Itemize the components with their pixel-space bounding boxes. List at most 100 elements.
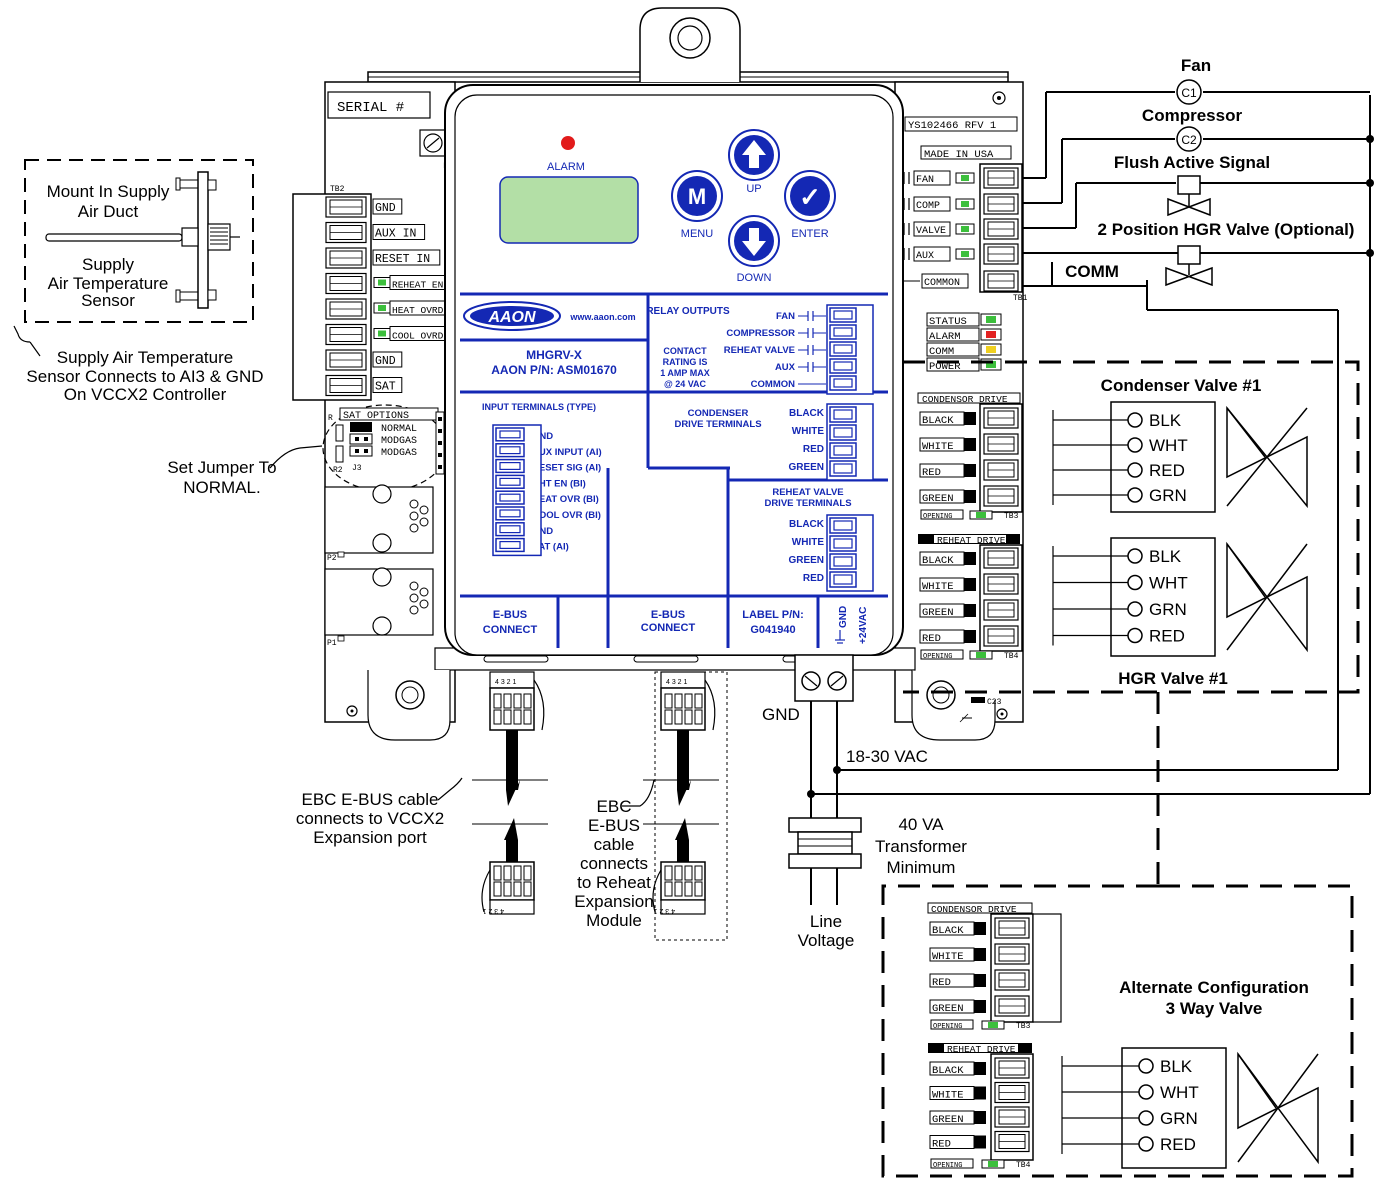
input-label-2: RESET SIG (AI)	[532, 463, 601, 474]
board-cond-terminal-3[interactable]	[983, 485, 1019, 507]
alt-cond-terminal-0[interactable]	[994, 917, 1030, 939]
tb2-terminal-4[interactable]	[325, 298, 367, 320]
made-in-label: MADE IN USA	[924, 149, 994, 161]
board-reheat-terminal-1[interactable]	[983, 573, 1019, 595]
power-terminal[interactable]	[794, 654, 854, 702]
input-label-5: COOL OVR (BI)	[532, 510, 601, 521]
tb2-terminal-7[interactable]	[325, 374, 367, 397]
alt-cond-terminal-1[interactable]	[994, 943, 1030, 965]
relay-output-label-2: REHEAT VALVE	[724, 345, 795, 356]
alt-cond-wire-end-1	[974, 948, 986, 961]
alt-reheat-terminal-0[interactable]	[994, 1057, 1030, 1079]
board-cond-label-3: GREEN	[922, 493, 954, 505]
ebus-cable-reheat: 4 3 2 14 3 2 1	[643, 671, 719, 915]
tb2-label: TB2	[330, 185, 345, 194]
ebus-cable-vccx2-cable-upper	[506, 730, 518, 790]
tb2-label-3: REHEAT EN	[392, 280, 443, 291]
board-reheat-wire-end-0	[964, 552, 976, 565]
air-temperature-sensor	[45, 171, 240, 309]
input-label-7: SAT (AI)	[532, 542, 569, 553]
tb2-label-box-6	[372, 351, 403, 368]
condenser-valve-wire-terminal-3	[1127, 487, 1143, 503]
alt-reheat-terminal-2[interactable]	[994, 1106, 1030, 1128]
tb2-terminal-6[interactable]	[325, 349, 367, 371]
comm-label: COMM	[1065, 262, 1119, 281]
ebus-cable-vccx2-bottom-pin-a-3	[523, 865, 532, 881]
ebus-cable-reheat-bottom-pin-b-3	[694, 881, 703, 897]
condenser-valve-wire-3: GRN	[1149, 486, 1187, 505]
tb2-terminal-0[interactable]	[325, 196, 367, 218]
ebc-reheat-line-6: Module	[586, 911, 642, 930]
condenser-block-cell-inner-0	[833, 409, 853, 420]
board-cond-terminal-2[interactable]	[983, 459, 1019, 481]
alt-cond-terminal-2[interactable]	[994, 969, 1030, 991]
tb1-terminal-2[interactable]	[983, 218, 1019, 240]
tb2-label-2: RESET IN	[375, 253, 430, 266]
hgr-valve-wire-terminal-0	[1127, 548, 1143, 564]
tb2-terminal-1[interactable]	[325, 221, 367, 244]
alt-reheat-terminal-3[interactable]	[994, 1130, 1030, 1153]
board-reheat-drive-title: REHEAT DRIVE	[937, 535, 1006, 546]
ebus-cable-vccx2-top-pin-a-3	[523, 693, 532, 709]
input-label-4: HEAT OVR (BI)	[532, 494, 599, 505]
up-button[interactable]	[728, 129, 780, 181]
board-reheat-terminal-2[interactable]	[983, 599, 1019, 621]
menu-button[interactable]: M	[671, 170, 723, 222]
tb2-terminal-3[interactable]	[325, 272, 367, 295]
input-block-cell-inner-5	[499, 509, 521, 518]
relay-block-cell-inner-0	[833, 310, 853, 320]
ebc-reheat-line-2: cable	[594, 835, 635, 854]
relay-output-label-3: AUX	[775, 362, 796, 373]
board-reheat-label-0: BLACK	[922, 555, 954, 567]
ebus-1-line2: CONNECT	[483, 624, 538, 636]
alt-cond-opening: OPENING	[933, 1023, 962, 1031]
ebc-reheat-line-0: EBC	[597, 797, 632, 816]
board-cond-terminal-0[interactable]	[983, 407, 1019, 429]
sat-options-title: SAT OPTIONS	[343, 411, 409, 422]
alt-cond-terminal-3[interactable]	[994, 995, 1030, 1017]
ebus-cable-reheat-top-pin-b-3	[694, 709, 703, 725]
r2-label: R2	[333, 466, 343, 475]
down-button[interactable]	[728, 215, 780, 267]
ebus-cable-vccx2-bottom-clip	[481, 869, 491, 913]
p1-jack[interactable]: P1	[324, 567, 434, 648]
sensor-connect-line1: Supply Air Temperature	[57, 348, 233, 367]
sat-option-normal: NORMAL	[381, 424, 417, 435]
board-cond-terminal-1[interactable]	[983, 433, 1019, 455]
p2-jack[interactable]: P2	[324, 484, 434, 563]
enter-button[interactable]: ✓	[784, 170, 836, 222]
board-reheat-terminal-3[interactable]	[983, 625, 1019, 647]
condenser-title-1: DRIVE TERMINALS	[674, 419, 761, 430]
sat-option-modgas-2: MODGAS	[381, 448, 417, 459]
condenser-valve-wire-0: BLK	[1149, 411, 1182, 430]
alt-condensor-drive-title: CONDENSOR DRIVE	[931, 904, 1017, 915]
tb1-label-box-2	[913, 221, 951, 237]
ebus-cable-reheat-bottom-clip	[652, 869, 662, 913]
label-pn-line1: LABEL P/N:	[742, 609, 804, 621]
tb1-label-3: AUX	[916, 251, 934, 262]
tb1-label-0: FAN	[916, 175, 934, 186]
board-cond-wire-end-0	[964, 412, 976, 425]
ebus-cable-reheat-bottom-header	[660, 899, 706, 915]
tb1-label-box-4	[921, 273, 969, 289]
tb1-terminal-1[interactable]	[983, 193, 1019, 215]
board-reheat-wire-end-2	[964, 604, 976, 617]
ebc-reheat-line-3: connects	[580, 854, 648, 873]
sensor-line3: Sensor	[81, 291, 135, 310]
transformer	[788, 817, 862, 905]
tb2-terminal-5[interactable]	[325, 323, 367, 346]
tb1-terminal-0[interactable]	[983, 167, 1019, 189]
tb1-terminal-3[interactable]	[983, 243, 1019, 265]
tb1-terminal-4[interactable]	[983, 270, 1019, 292]
ebus-cable-vccx2-top-pin-b-0	[493, 709, 502, 725]
tb2-terminal-2[interactable]	[325, 247, 367, 269]
board-reheat-terminal-0[interactable]	[983, 547, 1019, 569]
contact-rating-3: @ 24 VAC	[664, 379, 707, 389]
alt-reheat-terminal-1[interactable]	[994, 1081, 1030, 1104]
hgr-valve-wire-terminal-3	[1127, 627, 1143, 644]
